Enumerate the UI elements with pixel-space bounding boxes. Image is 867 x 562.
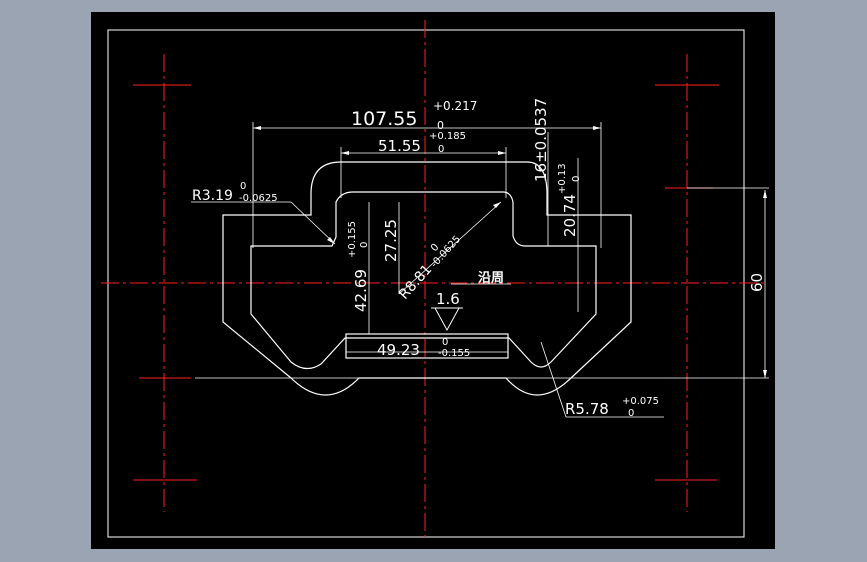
arrowhead <box>763 190 767 198</box>
dim-radius-bottom-tol-upper: +0.075 <box>622 396 659 407</box>
arrowhead <box>341 151 349 155</box>
dimension-lines <box>191 122 769 418</box>
drawing-canvas: 107.55 +0.217 0 51.55 +0.185 0 16±0.0537… <box>91 12 775 549</box>
arrowhead <box>253 126 261 130</box>
arrowhead <box>498 151 506 155</box>
dim-bottom-width-value: 49.23 <box>377 341 420 359</box>
dim-inner-width-value: 51.55 <box>378 137 421 155</box>
dim-right-height-value: 20.74 <box>561 194 579 237</box>
dim-inner-width-tol-lower: 0 <box>438 144 444 155</box>
dim-overall-width-tol-upper: +0.217 <box>433 99 477 113</box>
dim-right-height-tol-lower: 0 <box>571 176 582 182</box>
dim-radius-bottom-value: R5.78 <box>565 400 609 418</box>
leader-radius-center <box>398 201 502 295</box>
dim-bottom-width-tol-upper: 0 <box>442 337 448 348</box>
dim-slot-depth-value: 16±0.0537 <box>532 98 550 182</box>
dim-radius-left-tol-lower: -0.0625 <box>239 193 278 204</box>
dimension-labels: 107.55 +0.217 0 51.55 +0.185 0 16±0.0537… <box>192 98 766 419</box>
dim-right-height-tol-upper: +0.13 <box>557 163 568 194</box>
bottom-slot <box>345 333 509 359</box>
dim-left-height-tol-lower: 0 <box>359 242 370 248</box>
dim-radius-left-tol-upper: 0 <box>240 181 246 192</box>
cad-drawing: 107.55 +0.217 0 51.55 +0.185 0 16±0.0537… <box>101 20 769 538</box>
surface-finish-note: 沿周 <box>478 271 504 286</box>
leader-radius-left <box>290 201 336 245</box>
dim-left-height-value: 42.69 <box>352 269 370 312</box>
dim-radius-bottom-tol-lower: 0 <box>628 408 634 419</box>
arrowhead <box>493 202 501 208</box>
dim-inner-width-tol-upper: +0.185 <box>429 131 466 142</box>
dim-radius-left-value: R3.19 <box>192 188 233 204</box>
dim-overall-width-tol-lower: 0 <box>437 119 444 132</box>
finish-triangle <box>434 307 460 332</box>
surface-finish-value: 1.6 <box>436 290 460 308</box>
surface-finish-symbol <box>431 307 463 332</box>
dim-left-height-tol-upper: +0.155 <box>347 221 358 258</box>
dim-overall-height-value: 60 <box>748 273 766 292</box>
dim-bottom-width-tol-lower: -0.155 <box>438 348 470 359</box>
center-lines <box>101 20 766 537</box>
dimension-arrows <box>253 126 767 378</box>
dim-inner-height-value: 27.25 <box>382 219 400 262</box>
dim-overall-width-value: 107.55 <box>351 108 417 130</box>
arrowhead <box>593 126 601 130</box>
inner-profile <box>250 191 597 370</box>
arrowhead <box>327 237 335 244</box>
leader-radius-bottom <box>540 341 567 418</box>
dim-radius-center-value: R8.81 <box>396 262 435 303</box>
arrowhead <box>763 370 767 378</box>
